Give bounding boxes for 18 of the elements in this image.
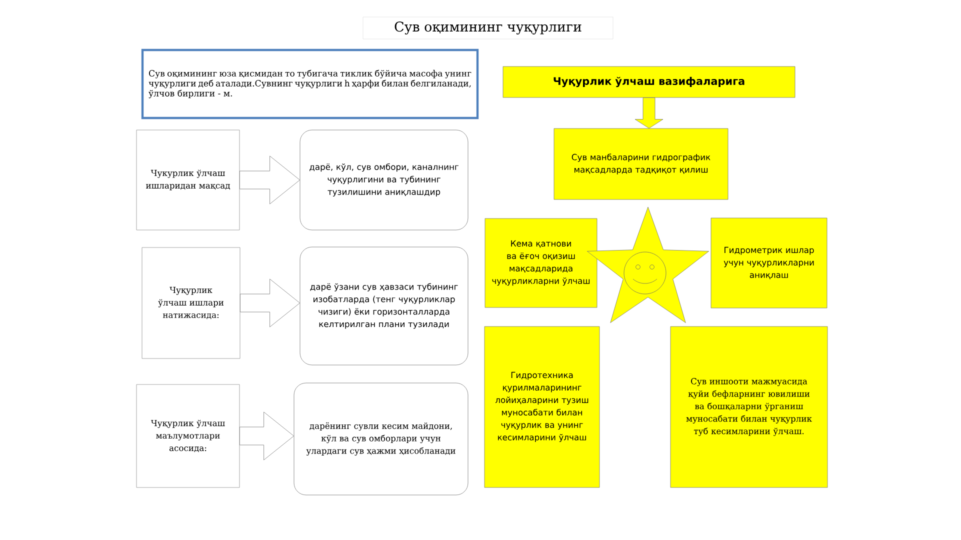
task-box: Сув манбаларини гидрографик мақсадларда тадқиқот қилиш [554, 128, 728, 200]
rounded-box: дарёнинг сувли кесим майдони, кўл ва сув омборлари учун улардаги сув ҳажми ҳисобланади [294, 382, 468, 496]
block-arrow [240, 156, 300, 204]
task-box: Сув иншооти мажмуасида қуйи бефларнинг ювилиши ва бошқаларни ўрганиш муносабати билан чуқурлик туб кесимларини ўлчаш. [670, 326, 828, 488]
label-box: Чуқурлик ўлчаш ишлари натижасида: [142, 247, 240, 359]
task-box: Кема қатнови ва ёғоч оқизиш мақсадларида чуқурликларни ўлчаш [484, 218, 598, 308]
label-box: Чуқурлик ўлчаш маълумотлари асосида: [136, 384, 240, 488]
block-arrow [240, 278, 300, 328]
rounded-box: дарё, кўл, сув омбори, каналнинг чуқурлигини ва тубининг тузилишини аниқлашдир [300, 130, 468, 230]
definition-box: Сув оқимининг юза қисмидан то тубигача тиклик бўйича масофа унинг чуқурлиги деб аталади.Сувнинг чуқурлиги h ҳарфи билан белгиланади, ўлчов бирлиги - м. [141, 48, 479, 120]
task-box: Гидрометрик ишлар учун чуқурликларни аниқлаш [710, 218, 828, 308]
heading-box: Чуқурлик ўлчаш вазифаларига [502, 66, 796, 98]
block-arrow [634, 98, 664, 128]
block-arrow [240, 412, 294, 460]
label-box: Чукурлик ўлчаш ишларидан мақсад [136, 130, 240, 230]
title: Сув оқимининг чуқурлиги [362, 16, 614, 40]
task-box: Гидротехника қурилмаларининг лойиҳаларини тузиш муносабати билан чуқурлик ва унинг кесимларини ўлчаш [484, 326, 600, 488]
rounded-box: дарё ўзани сув ҳавзаси тубининг изобатларда (тенг чуқурликлар чизиги) ёки горизонталларда келтирилган плани тузилади [300, 246, 468, 366]
